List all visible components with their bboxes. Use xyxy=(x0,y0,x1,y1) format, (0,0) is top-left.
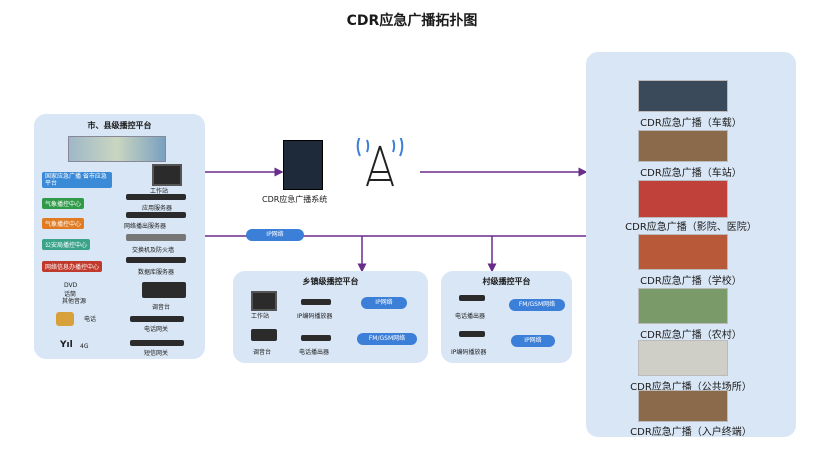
scene-public-image xyxy=(638,340,728,376)
gateway-icon xyxy=(130,340,184,346)
town-panel: 乡镇级播控平台 工作站 IP编码播放器 IP网络 调音台 电话播出器 FM/GS… xyxy=(233,271,428,363)
device-label: 交换机及防火墙 xyxy=(132,247,175,254)
terminal-caption: CDR应急广播（农村） xyxy=(640,330,742,341)
scene-home-image xyxy=(638,390,728,422)
terminal-caption: CDR应急广播（入户终端） xyxy=(630,427,752,438)
fm-gsm-cloud: FM/GSM网络 xyxy=(509,299,565,311)
terminal-caption: CDR应急广播（车载） xyxy=(640,118,742,129)
server-icon xyxy=(126,212,186,218)
input-dvd: DVD xyxy=(64,282,78,289)
map-image xyxy=(68,136,166,162)
device-label: 工作站 xyxy=(150,188,169,195)
switch-icon xyxy=(126,234,186,241)
mic-label: 电话 xyxy=(84,316,97,323)
workstation-icon xyxy=(251,291,277,311)
device-label: 电话播出器 xyxy=(455,313,486,320)
mixer-icon xyxy=(251,329,277,341)
ip-network-cloud: IP网络 xyxy=(511,335,555,347)
device-label: 调音台 xyxy=(253,349,272,356)
source-tag-weather-2: 气象播控中心 xyxy=(42,218,85,229)
player-icon xyxy=(459,331,485,337)
source-tag-weather: 气象播控中心 xyxy=(42,198,85,209)
signal-icon: Yıl xyxy=(60,340,73,350)
terminal-caption: CDR应急广播（公共场所） xyxy=(630,382,752,393)
server-icon xyxy=(126,257,186,263)
phone-player-icon xyxy=(301,335,331,341)
source-tag-national: 国家应急广播 省市应急平台 xyxy=(42,172,112,188)
panel-title: 乡镇级播控平台 xyxy=(302,277,359,286)
panel-title: 市、县级播控平台 xyxy=(87,121,152,130)
page-title: CDR应急广播拓扑图 xyxy=(346,13,478,29)
source-tag-police: 公安局播控中心 xyxy=(42,239,91,250)
phone-player-icon xyxy=(459,295,485,301)
city-county-panel: 市、县级播控平台 国家应急广播 省市应急平台 气象播控中心 气象播控中心 公安局… xyxy=(34,114,205,359)
device-label: 调音台 xyxy=(152,304,171,311)
phone-icon xyxy=(56,312,74,326)
ip-network-cloud: IP网络 xyxy=(246,229,304,241)
system-label: CDR应急广播系统 xyxy=(262,195,328,204)
terminal-panel: CDR应急广播（车载） CDR应急广播（车站） CDR应急广播（影院、医院） C… xyxy=(586,52,796,438)
device-label: 数据库服务器 xyxy=(138,269,175,276)
cdr-system-rack-icon xyxy=(283,140,323,190)
antenna-icon xyxy=(356,138,404,187)
input-other: 其他音源 xyxy=(62,298,87,305)
gateway-icon xyxy=(130,316,184,322)
panel-title: 村级播控平台 xyxy=(482,277,531,286)
device-label: 应用服务器 xyxy=(142,205,173,212)
village-panel: 村级播控平台 电话播出器 FM/GSM网络 IP编码播放器 IP网络 xyxy=(441,271,572,363)
input-mic: 话筒 xyxy=(64,291,77,298)
scene-school-image xyxy=(638,234,728,270)
workstation-icon xyxy=(152,164,182,186)
scene-vehicle-image xyxy=(638,80,728,112)
server-icon xyxy=(126,194,186,200)
ip-network-cloud: IP网络 xyxy=(361,297,407,309)
player-icon xyxy=(301,299,331,305)
scene-cinema-image xyxy=(638,180,728,218)
device-label: 短信网关 xyxy=(144,350,169,357)
device-label: IP编码播放器 xyxy=(297,313,333,320)
scene-rural-image xyxy=(638,288,728,324)
device-label: 工作站 xyxy=(251,313,270,320)
signal-label: 4G xyxy=(80,343,89,350)
device-label: 电话网关 xyxy=(144,326,169,333)
mixer-icon xyxy=(142,282,186,298)
terminal-caption: CDR应急广播（影院、医院） xyxy=(625,222,757,233)
scene-station-image xyxy=(638,130,728,162)
terminal-caption: CDR应急广播（学校） xyxy=(640,276,742,287)
source-tag-cyber: 网络信息办播控中心 xyxy=(42,261,103,272)
device-label: 电话播出器 xyxy=(299,349,330,356)
terminal-caption: CDR应急广播（车站） xyxy=(640,168,742,179)
device-label: 网络播出服务器 xyxy=(124,223,167,230)
fm-gsm-cloud: FM/GSM网络 xyxy=(357,333,417,345)
device-label: IP编码播放器 xyxy=(451,349,487,356)
